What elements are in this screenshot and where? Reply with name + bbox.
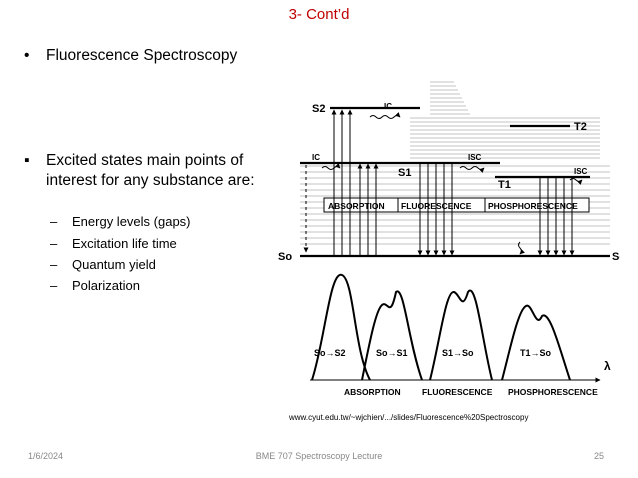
dash-icon: –: [50, 278, 58, 293]
dash-icon: –: [50, 236, 58, 251]
jablonski-figure: S2 S1 So So T1 T2 IC IC ISC ISC ABSORPTI…: [278, 81, 620, 397]
sub-bullet-text: Excitation life time: [72, 236, 177, 251]
dash-icon: –: [50, 214, 58, 229]
spectrum-label-t1s0: T1→So: [520, 348, 552, 358]
box-phosphorescence: [484, 197, 590, 213]
label-ic-top: IC: [384, 102, 392, 111]
axis-label-fluorescence: FLUORESCENCE: [422, 387, 493, 397]
bullet-dot-icon: •: [24, 47, 30, 64]
footer-page-number: 25: [594, 451, 605, 461]
label-t2: T2: [574, 121, 587, 133]
spectrum-label-s0s2: So→S2: [314, 348, 346, 358]
bullet-excited-states: ▪ Excited states main points of interest …: [24, 151, 264, 191]
label-isc-right: ISC: [574, 167, 588, 176]
label-s0-right: So: [612, 251, 620, 263]
spectrum-curves: [311, 273, 571, 381]
slide-title: 3- Cont’d: [288, 6, 350, 23]
label-s2: S2: [312, 103, 325, 115]
square-bullet-icon: ▪: [24, 152, 30, 169]
bullet-fluorescence: • Fluorescence Spectroscopy: [24, 46, 237, 66]
label-s0-left: So: [278, 251, 292, 263]
label-t1: T1: [498, 179, 511, 191]
footer-title: BME 707 Spectroscopy Lecture: [255, 451, 383, 461]
sub-bullet-quantum-yield: –Quantum yield: [50, 257, 156, 272]
sub-bullet-text: Energy levels (gaps): [72, 214, 191, 229]
absorption-arrows: [331, 109, 379, 256]
box-label-phosphorescence: PHOSPHORESCENCE: [488, 201, 578, 211]
axis-label-absorption: ABSORPTION: [344, 387, 401, 397]
box-label-absorption: ABSORPTION: [328, 201, 385, 211]
label-ic-left: IC: [312, 153, 320, 162]
phosphorescence-arrows: [537, 178, 575, 256]
label-isc-mid: ISC: [468, 153, 482, 162]
nonradiative-arrows: [303, 112, 583, 255]
footer-date: 1/6/2024: [28, 451, 64, 461]
spectrum-label-s0s1: So→S1: [376, 348, 408, 358]
figure-caption: www.cyut.edu.tw/~wjchien/.../slides/Fluo…: [289, 413, 529, 422]
lambda-symbol: λ: [604, 359, 611, 373]
sub-bullet-lifetime: –Excitation life time: [50, 236, 177, 251]
axis-label-phosphorescence: PHOSPHORESCENCE: [508, 387, 598, 397]
dash-icon: –: [50, 257, 58, 272]
energy-levels: [300, 106, 610, 258]
label-s1: S1: [398, 167, 411, 179]
spectrum-label-s1s0: S1→So: [442, 348, 474, 358]
box-label-fluorescence: FLUORESCENCE: [401, 201, 472, 211]
sub-bullet-energy-levels: –Energy levels (gaps): [50, 214, 191, 229]
bullet-text: Fluorescence Spectroscopy: [46, 47, 238, 64]
sub-bullet-polarization: –Polarization: [50, 278, 140, 293]
sub-bullet-text: Quantum yield: [72, 257, 156, 272]
sub-bullet-text: Polarization: [72, 278, 140, 293]
fluorescence-arrows: [417, 164, 455, 256]
bullet-text: Excited states main points of interest f…: [46, 152, 255, 189]
